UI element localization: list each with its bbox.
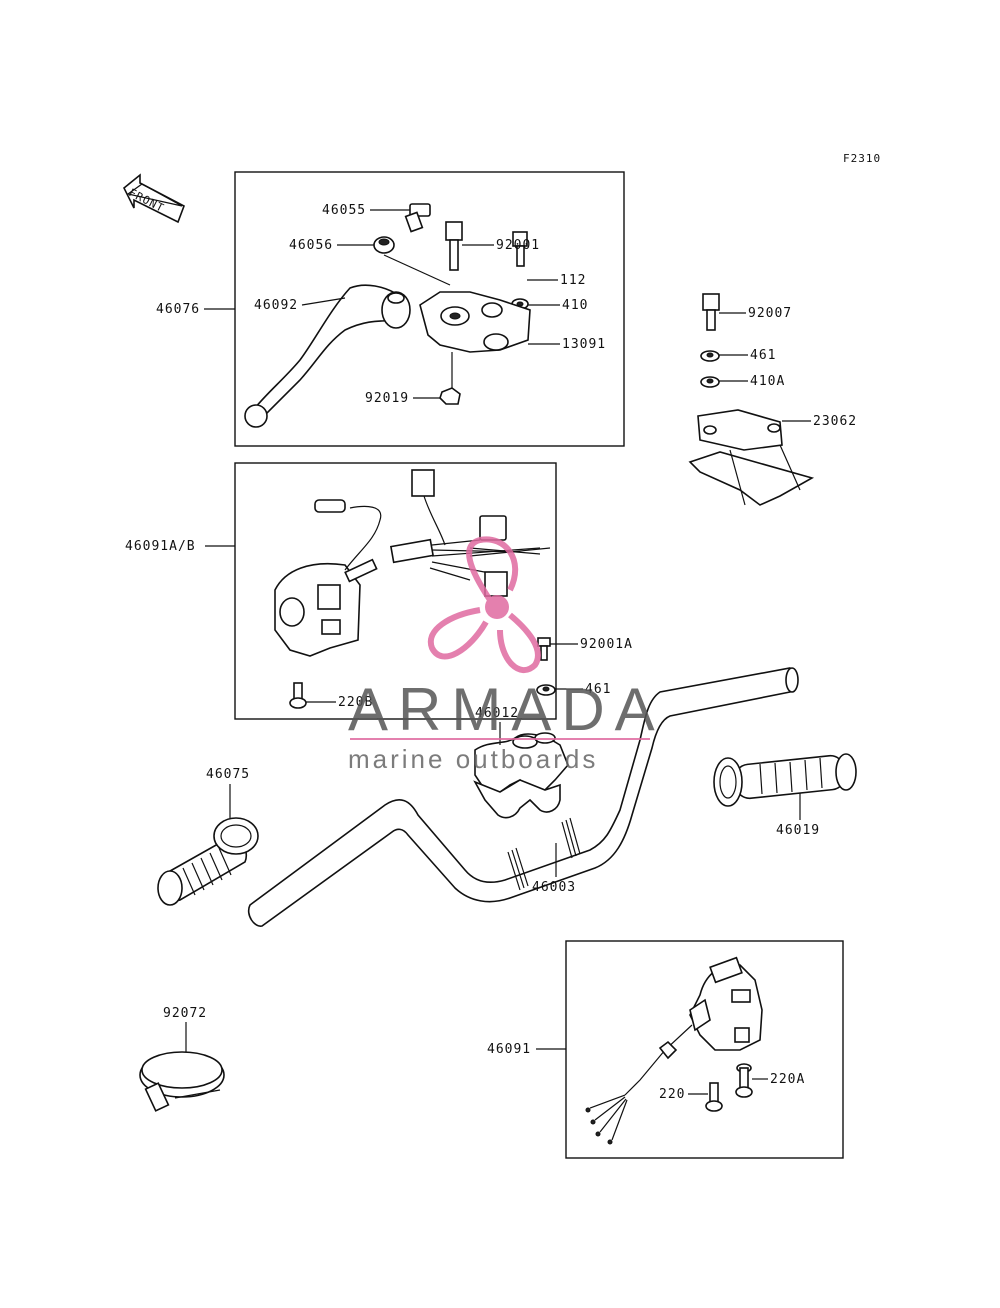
label-92007: 92007 <box>748 306 792 321</box>
label-46019: 46019 <box>776 823 820 838</box>
label-92019: 92019 <box>365 391 409 406</box>
label-92001a: 92001A <box>580 637 633 652</box>
label-46091: 46091 <box>487 1042 531 1057</box>
watermark-brand: ARMADA <box>348 676 665 743</box>
label-461-a: 461 <box>750 348 776 363</box>
label-13091: 13091 <box>562 337 606 352</box>
bolt-92007-part <box>702 293 720 331</box>
label-46003: 46003 <box>532 880 576 895</box>
bolt-46055-part <box>404 203 431 233</box>
right-switch-housing-part <box>585 956 763 1145</box>
label-46091ab: 46091A/B <box>125 539 196 554</box>
label-46012: 46012 <box>475 706 519 721</box>
bolt-112-part <box>512 231 528 267</box>
label-46092: 46092 <box>254 298 298 313</box>
washer-461-part <box>700 350 720 362</box>
switch-assembly-box <box>234 462 557 720</box>
bolt-92001-part <box>445 221 463 271</box>
label-410a: 410A <box>750 374 785 389</box>
bracket-23062-part <box>688 409 815 506</box>
screw-220-part <box>705 1082 723 1112</box>
label-92072: 92072 <box>163 1006 207 1021</box>
lever-holder-part <box>419 291 531 353</box>
label-46076: 46076 <box>156 302 200 317</box>
screw-220a-part <box>735 1063 753 1098</box>
band-92072-part <box>139 1051 225 1112</box>
screw-220b-part <box>289 682 307 709</box>
nut-92019-part <box>439 387 461 405</box>
label-112: 112 <box>560 273 586 288</box>
washer-461-b-hole <box>542 686 550 692</box>
propeller-icon <box>427 536 541 674</box>
watermark-logo: ARMADA marine outboards <box>348 536 665 774</box>
right-grip-part <box>713 753 857 807</box>
figure-code: F2310 <box>843 152 881 165</box>
label-220b: 220B <box>338 695 373 710</box>
label-92001: 92001 <box>496 238 540 253</box>
label-220: 220 <box>659 1087 685 1102</box>
watermark-tagline: marine outboards <box>348 744 598 774</box>
label-23062: 23062 <box>813 414 857 429</box>
label-46055: 46055 <box>322 203 366 218</box>
left-grip-part <box>157 817 259 906</box>
switch-housing-part <box>274 469 551 657</box>
right-switch-box <box>565 940 844 1159</box>
front-arrow-icon: FRONT <box>122 173 185 224</box>
nut-46056-part <box>373 236 395 254</box>
handlebar-part <box>247 667 799 927</box>
label-46075: 46075 <box>206 767 250 782</box>
washer-410a-part <box>700 376 720 388</box>
label-46056: 46056 <box>289 238 333 253</box>
clutch-lever-part <box>244 284 411 428</box>
label-220a: 220A <box>770 1072 805 1087</box>
label-410: 410 <box>562 298 588 313</box>
label-461-b: 461 <box>585 682 611 697</box>
